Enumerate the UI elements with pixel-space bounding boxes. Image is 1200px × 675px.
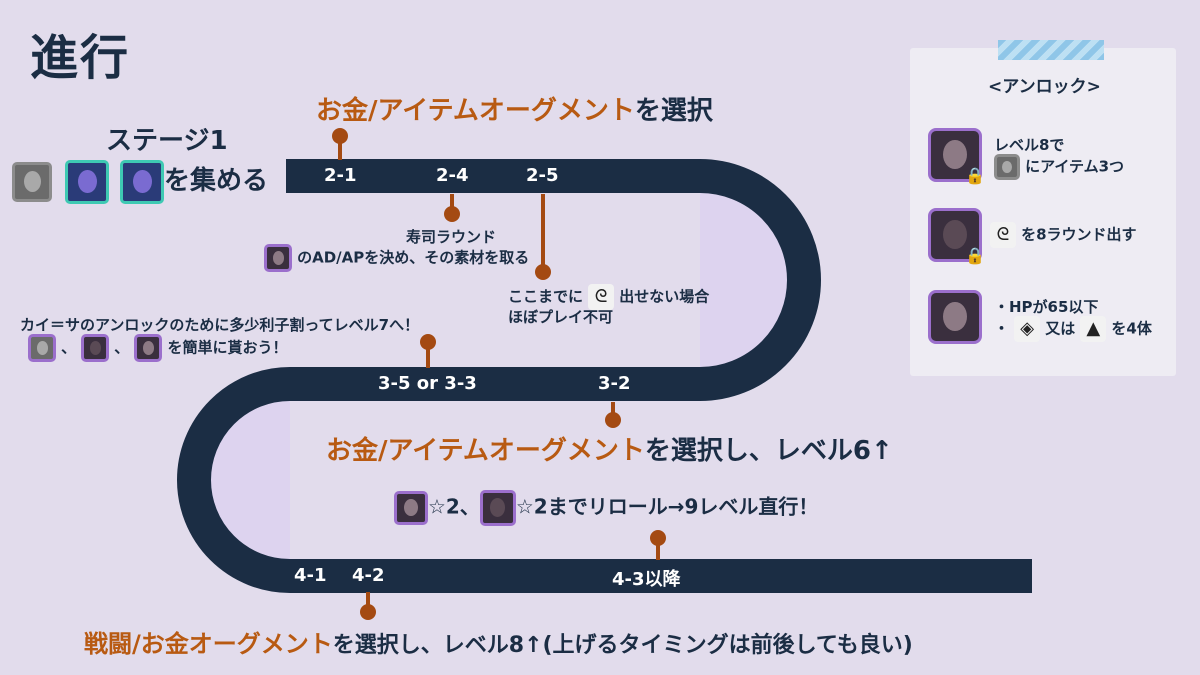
- unlock-item1-line2: にアイテム3つ: [1025, 157, 1125, 176]
- champion-icon: [65, 160, 110, 204]
- lock-icon: 🔒: [965, 166, 985, 185]
- augment-bottom-orange: 戦闘/お金オーグメント: [84, 630, 333, 658]
- kaisa-tail: を簡単に貰おう！: [167, 338, 288, 357]
- unlock-heading: <アンロック>: [988, 77, 1101, 97]
- pin-dot: [444, 206, 460, 222]
- augment-top-orange: お金/アイテムオーグメント: [316, 96, 635, 126]
- champion-icon: [928, 290, 982, 344]
- pin-dot: [332, 128, 348, 144]
- spiral-icon: ᘓ: [588, 284, 615, 310]
- kaisa-sep: 、: [114, 338, 130, 357]
- unlock-item3-tail: を4体: [1111, 319, 1152, 338]
- pin-line: [366, 592, 370, 606]
- sushi-line2: のAD/APを決め、その素材を取る: [264, 244, 529, 272]
- unlock-item1-row2: にアイテム3つ: [994, 154, 1124, 180]
- unlock-item3-line1: ・HPが65以下: [994, 298, 1099, 316]
- pin-dot: [360, 604, 376, 620]
- spiral-icon: ᘓ: [990, 222, 1016, 248]
- pin-line: [338, 140, 342, 160]
- pin-dot: [650, 530, 666, 546]
- champion-icon: [264, 244, 292, 272]
- track-label-4-1: 4-1: [294, 565, 327, 586]
- stage1-champions: [12, 160, 165, 204]
- augment-top-navy: を選択: [634, 96, 713, 126]
- track-label-3-2: 3-2: [598, 373, 631, 394]
- reroll-a: ☆2、: [428, 494, 480, 519]
- champion-icon: [134, 334, 163, 362]
- champion-icon: [12, 162, 52, 202]
- track-label-3-5: 3-5 or 3-3: [378, 373, 477, 394]
- stage1-heading: ステージ1: [106, 126, 228, 156]
- unlock-item-1: 🔒: [928, 128, 985, 185]
- before-line1a: ここまでに: [508, 287, 584, 306]
- track-label-2-4: 2-4: [436, 165, 469, 186]
- unlock-item3-bullet: ・: [994, 319, 1010, 338]
- champion-icon: [994, 154, 1020, 180]
- stage1-collect: を集める: [164, 166, 269, 196]
- before-line1b: 出せない場合: [619, 287, 710, 306]
- track-label-2-1: 2-1: [324, 165, 357, 186]
- pin-dot: [535, 264, 551, 280]
- pin-dot: [605, 412, 621, 428]
- pin-line: [541, 194, 545, 268]
- before-note: ここまでに ᘓ 出せない場合: [508, 284, 709, 310]
- trait-icon: ▲: [1080, 316, 1107, 342]
- page-title: 進行: [30, 30, 131, 86]
- augment-mid: お金/アイテムオーグメントを選択し、レベル6↑: [326, 430, 893, 467]
- augment-mid-orange: お金/アイテムオーグメント: [326, 436, 645, 466]
- pin-line: [426, 346, 430, 368]
- unlock-item-2: 🔒: [928, 208, 985, 265]
- before-line2: ほぼプレイ不可: [508, 308, 614, 326]
- pin-line: [656, 542, 660, 560]
- trait-icon: ◈: [1014, 316, 1041, 342]
- champion-icon: [81, 334, 110, 362]
- kaisa-sep: 、: [61, 338, 77, 357]
- champion-icon: 🔒: [928, 208, 985, 265]
- pin-dot: [420, 334, 436, 350]
- track-label-4-3: 4-3以降: [612, 569, 681, 590]
- track-label-2-5: 2-5: [526, 165, 559, 186]
- lock-icon: 🔒: [965, 246, 985, 265]
- champion-icon: [28, 334, 56, 362]
- unlock-item1-line1: レベル8で: [994, 136, 1065, 154]
- sushi-text: のAD/APを決め、その素材を取る: [297, 248, 530, 267]
- unlock-item-3: [928, 290, 982, 344]
- reroll-note: ☆2、 ☆2までリロール→9レベル直行！: [394, 490, 818, 526]
- sushi-line1: 寿司ラウンド: [406, 228, 497, 246]
- unlock-item2-text: を8ラウンド出す: [1021, 225, 1137, 244]
- champion-icon: 🔒: [928, 128, 985, 185]
- unlock-item3-row2: ・ ◈ 又は ▲ を4体: [994, 316, 1152, 342]
- pin-line: [611, 402, 615, 414]
- augment-top: お金/アイテムオーグメントを選択: [316, 90, 713, 127]
- champion-icon: [394, 491, 428, 525]
- tape-decoration: [998, 40, 1104, 60]
- reroll-b: ☆2までリロール→9レベル直行！: [515, 494, 819, 519]
- pin-line: [450, 194, 454, 210]
- kaisa-line1: カイ＝サのアンロックのために多少利子割ってレベル7へ！: [20, 316, 420, 334]
- champion-icon: [479, 490, 516, 526]
- kaisa-line2: 、 、 を簡単に貰おう！: [28, 334, 288, 362]
- unlock-item2-row: ᘓ を8ラウンド出す: [990, 222, 1137, 248]
- track-label-4-2: 4-2: [352, 565, 385, 586]
- augment-bottom: 戦闘/お金オーグメントを選択し、レベル8↑(上げるタイミングは前後しても良い): [84, 624, 913, 659]
- unlock-item3-or: 又は: [1045, 319, 1076, 338]
- augment-bottom-navy: を選択し、レベル8↑(上げるタイミングは前後しても良い): [332, 633, 913, 658]
- champion-icon: [120, 160, 165, 204]
- augment-mid-navy: を選択し、レベル6↑: [644, 436, 893, 466]
